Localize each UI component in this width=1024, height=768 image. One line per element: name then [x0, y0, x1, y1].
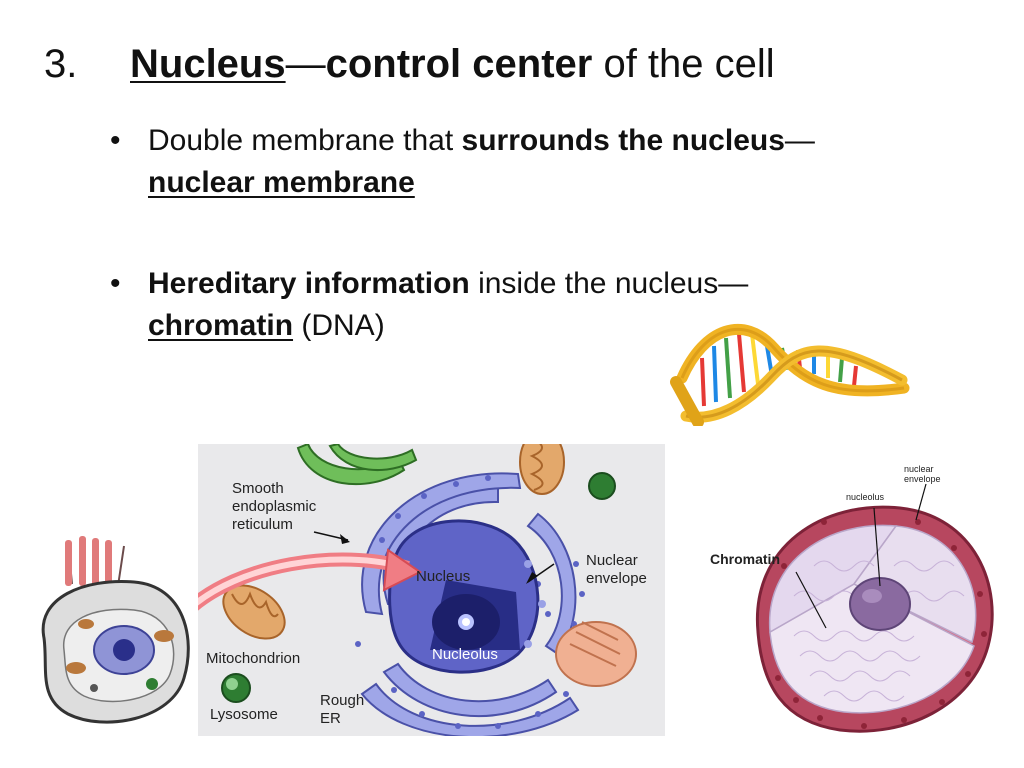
bullet-text: Double membrane that surrounds the nucle…	[148, 120, 990, 204]
title-rest: of the cell	[592, 42, 775, 86]
lysosome-label: Lysosome	[210, 706, 278, 723]
title-dash: —	[285, 42, 326, 86]
nuclear-envelope-label: Nuclear envelope	[586, 552, 647, 588]
nuclear-envelope-small-label-line: nuclear	[904, 464, 934, 474]
bullet-chromatin: • Hereditary information inside the nucl…	[110, 263, 990, 347]
nucleolus-label: Nucleolus	[432, 646, 498, 663]
bullet-term: nuclear membrane	[148, 166, 415, 199]
bullet-bold: Hereditary information	[148, 267, 470, 300]
smooth-er-label-line: Smooth	[232, 480, 284, 497]
smooth-er-label: Smooth endoplasmic reticulum	[232, 480, 316, 534]
bullet-text: Hereditary information inside the nucleu…	[148, 263, 990, 347]
slide-title: 3. Nucleus—control center of the cell	[44, 38, 775, 90]
nucleus-cutaway-illustration	[755, 483, 994, 733]
bullet-post: (DNA)	[293, 309, 385, 342]
bullet-bold: surrounds the nucleus	[461, 124, 785, 157]
nucleus-label: Nucleus	[416, 568, 471, 585]
rough-er-label: Rough ER	[320, 692, 364, 728]
organelles-illustration	[198, 444, 637, 736]
nuclear-envelope-small-label: nuclear envelope	[904, 464, 941, 484]
nucleus-cutaway-diagram: Chromatin nucleolus nuclear envelope	[704, 456, 1004, 736]
smooth-er-label-line: endoplasmic	[232, 498, 317, 515]
cell-organelles-diagram: Smooth endoplasmic reticulum Nucleus Nuc…	[198, 444, 665, 736]
dna-helix-image	[670, 324, 910, 426]
mitochondrion-label: Mitochondrion	[206, 650, 301, 667]
bullet-term: chromatin	[148, 309, 294, 342]
animal-cell-image	[41, 536, 190, 724]
nuclear-envelope-label-line: envelope	[586, 570, 647, 587]
slide-number: 3.	[44, 42, 78, 86]
bullet-dot: •	[110, 124, 121, 157]
bullet-dot: •	[110, 267, 121, 300]
bullet-pre: Double membrane that	[148, 124, 462, 157]
bullet-dash: —	[784, 124, 815, 157]
rough-er-label-line: Rough	[320, 692, 365, 709]
title-term: Nucleus	[130, 42, 286, 86]
smooth-er-label-line: reticulum	[232, 516, 293, 533]
rough-er-label-line: ER	[320, 710, 341, 727]
nuclear-envelope-label-line: Nuclear	[586, 552, 638, 569]
nuclear-envelope-small-label-line: envelope	[904, 474, 941, 484]
bullet-nuclear-membrane: • Double membrane that surrounds the nuc…	[110, 120, 990, 204]
nucleolus-small-label: nucleolus	[846, 492, 885, 502]
title-bold: control center	[325, 42, 593, 86]
bullet-mid: inside the nucleus—	[469, 267, 749, 300]
chromatin-label: Chromatin	[710, 551, 780, 567]
